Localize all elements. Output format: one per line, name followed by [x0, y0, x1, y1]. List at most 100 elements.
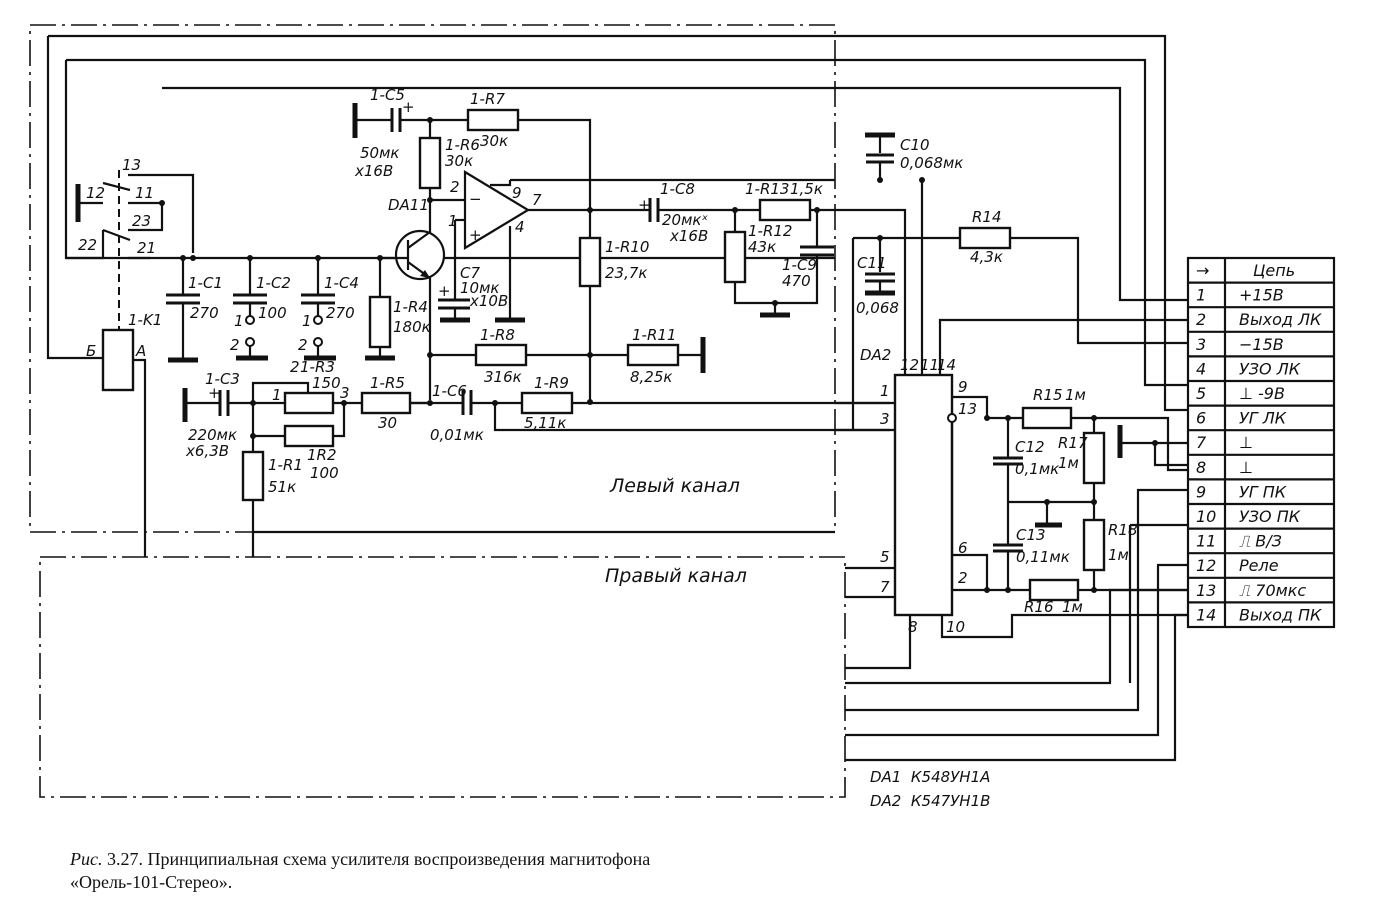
connector-circuit-label: УГ ПК	[1239, 482, 1287, 501]
svg-text:10: 10	[946, 618, 965, 636]
svg-text:1-R13: 1-R13	[745, 180, 789, 198]
connector-circuit-label: Выход ЛК	[1239, 310, 1322, 329]
switch-pin-21: 21	[137, 239, 156, 257]
svg-text:R17: R17	[1058, 434, 1088, 452]
svg-text:1-R3: 1-R3	[300, 358, 335, 376]
connector-row: 2 Выход ЛК	[1196, 310, 1322, 329]
svg-text:−: −	[469, 190, 482, 208]
svg-text:3: 3	[880, 410, 890, 428]
cap-1-c6: 1-C6 0,01мк	[400, 382, 890, 444]
svg-text:2: 2	[230, 336, 240, 354]
resistor-1-r4: 1-R4 180к	[365, 255, 431, 361]
svg-text:1,5к: 1,5к	[790, 180, 823, 198]
svg-text:1-C1: 1-C1	[188, 274, 223, 292]
resistor-1-r7: 1-R7 30к	[466, 90, 592, 240]
connector-pin-number: 2	[1196, 310, 1206, 329]
connector-pin-number: 14	[1196, 605, 1216, 624]
svg-text:10мк: 10мк	[460, 279, 499, 297]
svg-text:470: 470	[782, 272, 811, 290]
connector-pin-number: 7	[1196, 433, 1207, 452]
connector-pin-number: 8	[1196, 458, 1206, 477]
connector-row: 11 ⎍ В/З	[1196, 532, 1282, 551]
cap-c7: + C7 10мк x10В	[438, 264, 508, 323]
svg-text:0,068: 0,068	[856, 299, 899, 317]
svg-text:1м: 1м	[1108, 546, 1129, 564]
svg-text:23,7к: 23,7к	[605, 264, 647, 282]
svg-text:DA2: DA2	[860, 346, 891, 364]
right-channel-boundary	[39, 556, 846, 798]
cap-c13: C13 0,11мк	[993, 526, 1070, 590]
switch-pin-11: 11	[135, 184, 154, 202]
connector-circuit-label: ⊥ -9В	[1239, 384, 1285, 403]
cap-1-c3: + 1-C3 220мк x6,3В	[182, 370, 285, 460]
resistor-1-r1: 1-R1 51к	[241, 436, 835, 557]
svg-text:1-R5: 1-R5	[370, 374, 405, 392]
svg-text:1R2: 1R2	[307, 446, 337, 464]
da1-part-number: DA1 К548УН1А	[870, 768, 990, 786]
connector-row: 5⊥ -9В	[1196, 384, 1285, 403]
svg-text:1-R4: 1-R4	[393, 298, 428, 316]
svg-text:8: 8	[908, 618, 918, 636]
svg-text:3: 3	[340, 384, 350, 402]
connector-circuit-label: Выход ПК	[1239, 605, 1322, 624]
switch-k1-contacts: 13 12 11 23 22 21	[66, 156, 835, 340]
connector-pin-number: →	[1196, 261, 1209, 280]
svg-text:9: 9	[512, 184, 522, 202]
connector-circuit-label: УГ ЛК	[1239, 409, 1287, 428]
connector-circuit-label: Цепь	[1253, 261, 1295, 280]
svg-text:1-C4: 1-C4	[324, 274, 359, 292]
svg-text:1: 1	[880, 382, 890, 400]
svg-text:1-C6: 1-C6	[432, 382, 467, 400]
svg-text:+: +	[402, 98, 415, 116]
svg-text:2: 2	[958, 569, 968, 587]
svg-text:x16В: x16В	[354, 162, 393, 180]
connector-row: 14 Выход ПК	[1196, 605, 1322, 624]
svg-text:+: +	[638, 196, 651, 214]
svg-text:1: 1	[448, 212, 458, 230]
svg-text:1-R10: 1-R10	[605, 238, 649, 256]
resistor-1-r12: 1-R12 43к	[723, 210, 819, 318]
svg-text:30к: 30к	[480, 132, 508, 150]
svg-text:2: 2	[298, 336, 308, 354]
svg-text:50мк: 50мк	[360, 144, 399, 162]
cap-c11: C11 0,068	[851, 235, 960, 430]
connector-pin-number: 9	[1196, 482, 1206, 501]
svg-text:1м: 1м	[1065, 386, 1086, 404]
svg-text:43к: 43к	[748, 238, 776, 256]
caption-prefix: Рис.	[70, 849, 103, 869]
cap-1-c4: 1-C4 270 1 2	[298, 255, 359, 361]
svg-text:А: А	[135, 342, 146, 360]
svg-text:5,11к: 5,11к	[524, 414, 566, 432]
switch-pin-23: 23	[132, 212, 151, 230]
svg-text:C12: C12	[1015, 438, 1045, 456]
switch-pin-22: 22	[78, 236, 97, 254]
svg-text:C13: C13	[1016, 526, 1046, 544]
svg-text:1-R7: 1-R7	[470, 90, 505, 108]
resistor-r15: R15 1м	[1021, 386, 1188, 472]
svg-text:1-C5: 1-C5	[370, 86, 405, 104]
resistor-1-r6: 1-R6 30к	[418, 120, 480, 203]
svg-text:2: 2	[450, 178, 460, 196]
svg-text:1-R8: 1-R8	[480, 326, 515, 344]
connector-circuit-label: ⎍ 70мкс	[1239, 581, 1306, 600]
svg-text:5: 5	[880, 548, 890, 566]
left-channel-label: Левый канал	[609, 475, 740, 497]
connector-pin-number: 11	[1196, 532, 1216, 551]
connector-circuit-label: УЗО ЛК	[1239, 359, 1301, 378]
resistor-r16: R16 1м	[1024, 578, 1188, 616]
resistor-1-r13: 1-R13 1,5к	[732, 180, 907, 375]
connector-pin-number: 12	[1196, 556, 1216, 575]
svg-text:1-R1: 1-R1	[268, 456, 303, 474]
svg-text:14: 14	[937, 356, 956, 374]
resistor-1-r5: 1-R5 30	[360, 374, 430, 432]
ic-da2: DA2 12 11 14 1 3 9 13 5 7 6 2 8 10	[835, 318, 1188, 670]
connector-circuit-label: ⎍ В/З	[1239, 532, 1282, 551]
svg-text:1-C8: 1-C8	[660, 180, 695, 198]
cap-c10: C10 0,068мк	[865, 132, 963, 375]
op-amp-da1: − + 2 1 9 7 4	[430, 170, 835, 323]
svg-text:R16: R16	[1024, 598, 1054, 616]
connector-row: 3−15В	[1196, 335, 1284, 354]
resistor-1-r3: 2 1-R3 150 1 3	[250, 358, 362, 415]
